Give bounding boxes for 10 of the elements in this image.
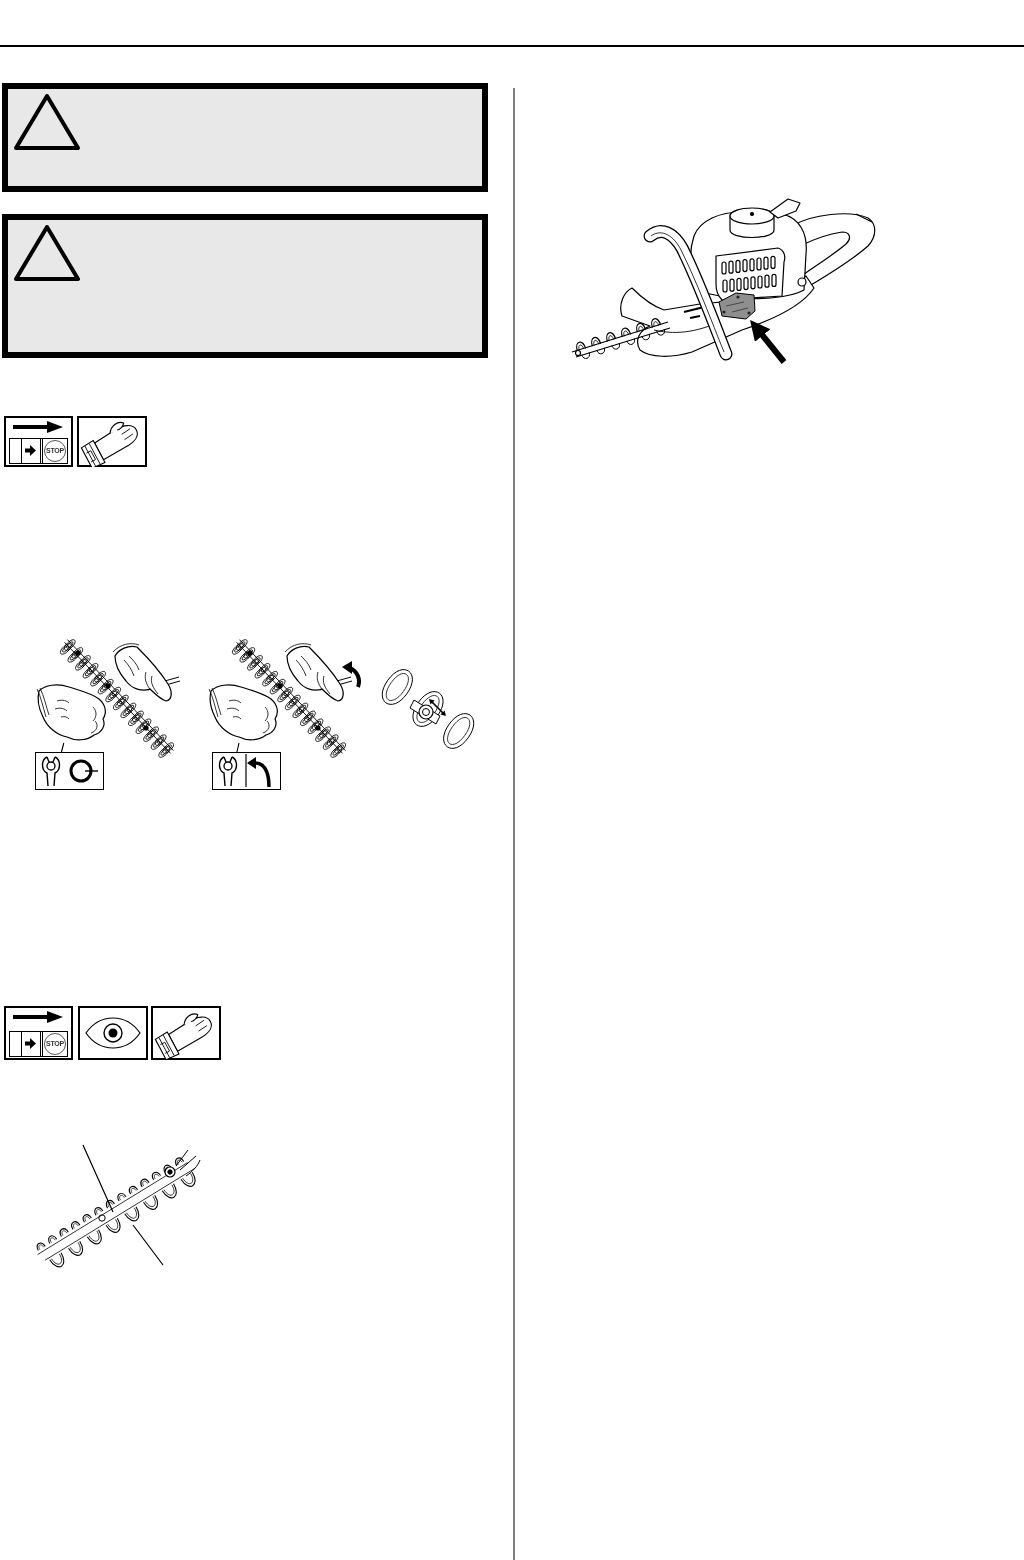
pointer-arrow <box>750 320 787 364</box>
warning-box <box>2 214 488 358</box>
gearbox-housing <box>718 292 756 320</box>
gloved-fist <box>207 683 280 743</box>
gloved-fist <box>35 683 108 743</box>
symbol-panel <box>35 752 104 790</box>
leader-line <box>60 742 65 753</box>
symbol-panel <box>212 752 281 790</box>
warning-box <box>2 83 488 192</box>
leader-line <box>236 742 240 753</box>
